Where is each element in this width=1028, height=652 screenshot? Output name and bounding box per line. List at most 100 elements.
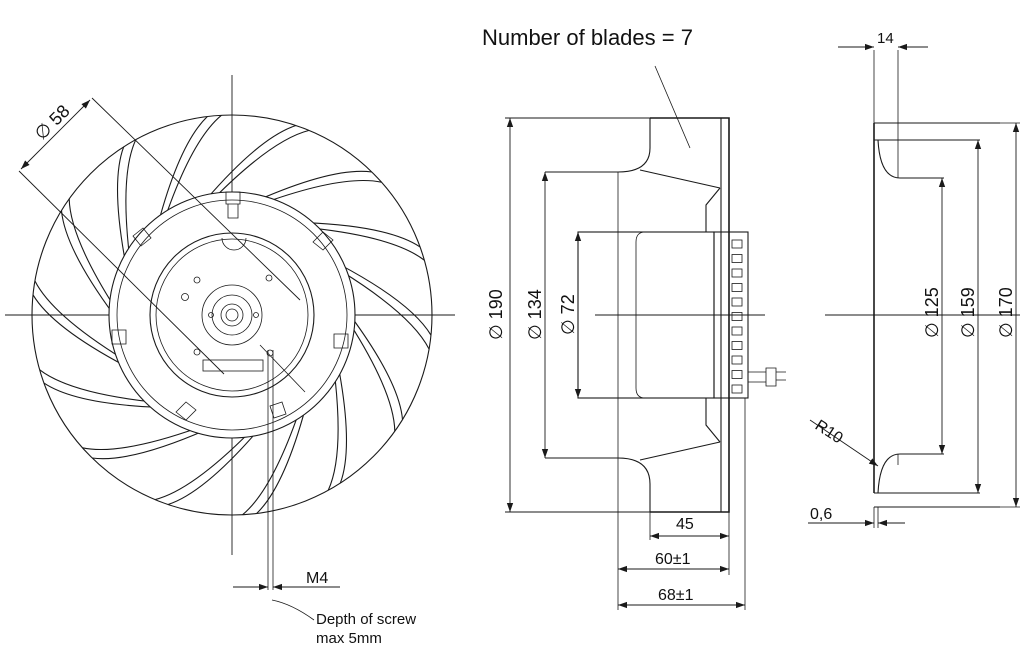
impeller-blade-edge <box>256 407 307 514</box>
front-view: ∅ 58 M4 Depth of screw max 5mm <box>5 75 455 647</box>
motor-flange-circle <box>149 232 315 398</box>
power-cable <box>748 367 786 387</box>
thread-label: M4 <box>306 570 328 587</box>
mounting-hole <box>193 348 201 356</box>
hub-clip <box>312 231 334 251</box>
impeller-blade-edge <box>157 116 208 223</box>
impeller-blade-edge <box>154 431 251 501</box>
shaft-boss-mid <box>211 294 253 336</box>
cooling-fin <box>731 312 743 321</box>
blade-count-leader <box>654 65 691 149</box>
radius-leader <box>809 419 879 467</box>
inlet-ring-view: 14 ∅ 125 ∅ 159 ∅ 170 R10 0,6 <box>808 30 1020 528</box>
screw-note-leader <box>271 599 315 621</box>
depth-60-label: 60±1 <box>655 551 691 568</box>
impeller-outer-profile <box>650 117 730 513</box>
hub-plate-inner <box>116 199 348 431</box>
ring-thickness-label: 0,6 <box>810 506 832 523</box>
impeller-blade-edge <box>305 222 421 248</box>
blade-edge-top <box>639 169 721 189</box>
motor-flange-inner <box>155 238 309 392</box>
cooling-fin <box>731 326 743 336</box>
inlet-curve-top <box>545 147 651 173</box>
mounting-hole <box>208 312 214 318</box>
impeller-blade-edge <box>349 323 396 432</box>
motor-cooling-fins <box>713 231 749 399</box>
motor-diameter-label: ∅ 72 <box>558 294 578 335</box>
mounting-hole <box>265 274 273 282</box>
impeller-blade-edge <box>337 366 348 484</box>
impeller-blade-edge <box>213 129 310 199</box>
hub-notch <box>221 237 247 251</box>
cooling-fin <box>731 254 743 263</box>
screw-note-line-1: Depth of screw <box>316 611 416 628</box>
hub-clip <box>333 333 349 349</box>
side-view: Number of blades = 7 ∅ 190 ∅ 134 ∅ <box>482 25 786 610</box>
impeller-blade-edge <box>125 139 137 257</box>
cooling-fin-group <box>731 239 743 394</box>
inlet-diameter-label: ∅ 134 <box>525 289 545 340</box>
impeller-blade-edge <box>338 263 432 336</box>
mounting-hole <box>253 312 259 318</box>
impeller-blade-edge <box>242 412 300 516</box>
hub-plate-outer <box>108 191 356 439</box>
impeller-blade-edge <box>92 429 206 460</box>
depth-45-label: 45 <box>676 516 694 533</box>
screw-note-line-2: max 5mm <box>316 630 382 647</box>
hub-diameter-dimension-line <box>20 99 91 170</box>
cooling-fin <box>731 370 743 379</box>
ring-radius-label: R10 <box>812 417 846 447</box>
mounting-hole <box>193 276 201 284</box>
impeller-blade-edge <box>68 198 115 307</box>
ring-curve-bottom <box>877 453 944 494</box>
ring-d170-label: ∅ 170 <box>996 287 1016 338</box>
hub-clip <box>132 227 152 247</box>
impeller-outer-circle <box>31 114 433 516</box>
shaft <box>225 308 239 322</box>
impeller-blade-edge <box>60 210 115 316</box>
hub-clip <box>111 329 127 345</box>
blade-back-bottom <box>705 398 721 443</box>
impeller-blade-edge <box>116 146 127 264</box>
blade-edge-bottom <box>639 441 721 461</box>
hole-leader <box>259 344 306 393</box>
shaft-boss-outer <box>201 284 263 346</box>
cooling-fin <box>731 384 743 394</box>
hub-diameter-extension-b <box>18 170 225 375</box>
cooling-fin <box>731 341 743 350</box>
ring-d125-label: ∅ 125 <box>922 287 942 338</box>
depth-68-label: 68±1 <box>658 587 694 604</box>
cooling-fin <box>731 355 743 365</box>
cooling-fin <box>731 297 743 307</box>
hub-clip <box>175 401 197 421</box>
label-plate <box>202 359 264 372</box>
shaft-boss-inner <box>220 303 244 327</box>
blade-back-top <box>705 187 721 232</box>
cooling-fin <box>731 268 743 278</box>
ring-d159-label: ∅ 159 <box>958 287 978 338</box>
impeller-blade-edge <box>39 369 153 403</box>
impeller-blade-edge <box>43 382 159 408</box>
cooling-fin <box>731 239 743 249</box>
impeller-blade-edge <box>311 227 425 261</box>
hub-clip <box>225 191 241 219</box>
impeller-blade-edge <box>34 280 123 360</box>
ring-curve-top <box>877 139 944 179</box>
impeller-blade-edge <box>164 114 222 218</box>
motor-rotor-edge <box>635 231 646 399</box>
impeller-blade-edge <box>349 314 404 420</box>
ring-width-label: 14 <box>877 30 894 47</box>
impeller-blade-edge <box>258 170 372 201</box>
cooling-fin <box>731 283 743 292</box>
impeller-blade-edge <box>32 294 126 367</box>
mounting-hole <box>181 293 189 301</box>
impeller-blade-edge <box>341 270 430 350</box>
impeller-blade-edge <box>82 427 198 451</box>
impeller-blade-edge <box>266 179 382 203</box>
blade-count-title: Number of blades = 7 <box>482 25 693 50</box>
inlet-curve-bottom <box>545 457 651 485</box>
hub-diameter-extension-a <box>91 97 301 301</box>
impeller-blade-edge <box>205 124 297 201</box>
impeller-blades <box>32 114 432 516</box>
